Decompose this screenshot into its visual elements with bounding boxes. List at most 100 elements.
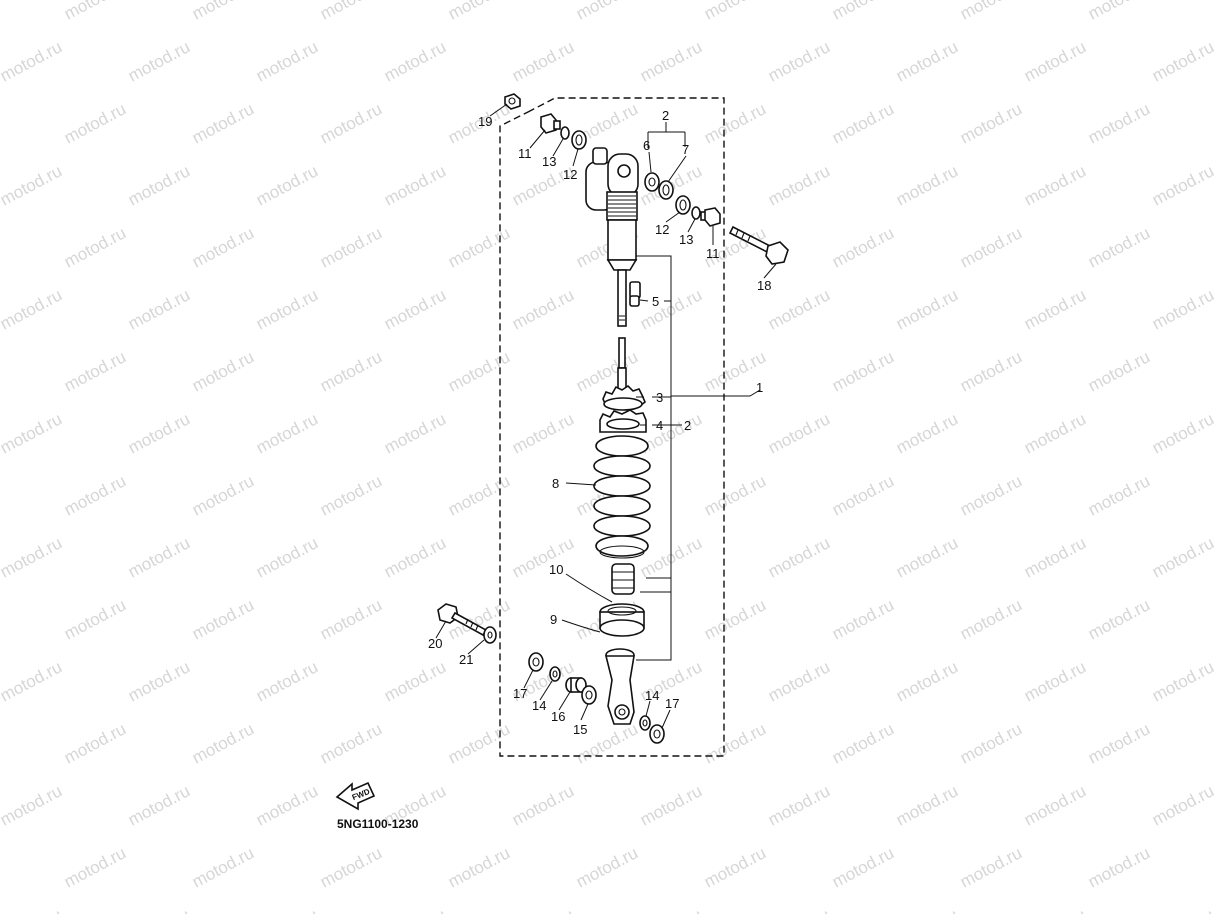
watermark-text: motod.ru — [253, 285, 321, 333]
watermark-text: motod.ru — [1085, 347, 1153, 395]
watermark-text: motod.ru — [317, 223, 385, 271]
watermark-text: motod.ru — [765, 37, 833, 85]
lower-collar-right — [649, 724, 665, 744]
watermark-text: motod.ru — [253, 533, 321, 581]
watermark-text: motod.ru — [253, 905, 321, 914]
watermark-text: motod.ru — [253, 161, 321, 209]
callout-21: 21 — [459, 652, 473, 667]
bushing-bolt-right — [700, 207, 721, 227]
o-ring-right — [691, 206, 701, 220]
watermark-text: motod.ru — [125, 285, 193, 333]
watermark-text: motod.ru — [253, 781, 321, 829]
watermark-text: motod.ru — [0, 161, 65, 209]
watermark-text: motod.ru — [445, 719, 513, 767]
diagram-code: 5NG1100-1230 — [337, 817, 419, 831]
watermark-text: motod.ru — [125, 533, 193, 581]
watermark-text: motod.ru — [765, 161, 833, 209]
locknut — [602, 384, 646, 411]
watermark-text: motod.ru — [637, 37, 705, 85]
watermark-text: motod.ru — [61, 843, 129, 891]
watermark-text: motod.ru — [829, 347, 897, 395]
callout-2-mid: 2 — [684, 418, 691, 433]
watermark-text: motod.ru — [253, 657, 321, 705]
watermark-text: motod.ru — [381, 657, 449, 705]
watermark-text: motod.ru — [701, 595, 769, 643]
watermark-text: motod.ru — [1149, 533, 1217, 581]
watermark-text: motod.ru — [253, 409, 321, 457]
watermark-text: motod.ru — [701, 471, 769, 519]
watermark-text: motod.ru — [1021, 37, 1089, 85]
watermark-text: motod.ru — [0, 409, 65, 457]
watermark-text: motod.ru — [573, 843, 641, 891]
watermark-text: motod.ru — [829, 223, 897, 271]
watermark-text: motod.ru — [0, 595, 1, 643]
watermark-text: motod.ru — [125, 161, 193, 209]
watermark-text: motod.ru — [701, 719, 769, 767]
collar-right — [675, 195, 691, 215]
watermark-text: motod.ru — [893, 285, 961, 333]
watermark-text: motod.ru — [317, 0, 385, 24]
watermark-text: motod.ru — [317, 471, 385, 519]
watermark-text: motod.ru — [125, 409, 193, 457]
callout-12-left: 12 — [563, 167, 577, 182]
shock-absorber-body — [585, 147, 641, 327]
watermark-text: motod.ru — [0, 657, 65, 705]
watermark-text: motod.ru — [1085, 719, 1153, 767]
watermark-text: motod.ru — [893, 37, 961, 85]
bump-stop — [611, 563, 635, 595]
watermark-text: motod.ru — [637, 905, 705, 914]
callout-11-left: 11 — [518, 146, 532, 161]
callout-4: 4 — [656, 418, 663, 433]
lower-clevis — [604, 648, 635, 725]
watermark-text: motod.ru — [445, 471, 513, 519]
watermark-text: motod.ru — [829, 0, 897, 24]
watermark-text: motod.ru — [445, 0, 513, 24]
watermark-text: motod.ru — [381, 905, 449, 914]
watermark-text: motod.ru — [637, 781, 705, 829]
watermark-text: motod.ru — [253, 37, 321, 85]
watermark-text: motod.ru — [0, 533, 65, 581]
watermark-text: motod.ru — [1149, 781, 1217, 829]
watermark-text: motod.ru — [381, 285, 449, 333]
watermark-text: motod.ru — [189, 347, 257, 395]
watermark-text: motod.ru — [765, 285, 833, 333]
callout-7: 7 — [682, 142, 689, 157]
watermark-text: motod.ru — [1149, 657, 1217, 705]
callout-3: 3 — [656, 390, 663, 405]
watermark-text: motod.ru — [0, 719, 1, 767]
callout-17-right: 17 — [665, 696, 679, 711]
watermark-text: motod.ru — [189, 719, 257, 767]
watermark-text: motod.ru — [829, 471, 897, 519]
watermark-text: motod.ru — [893, 781, 961, 829]
watermark-text: motod.ru — [957, 223, 1025, 271]
callout-5: 5 — [652, 294, 659, 309]
nut-19 — [504, 93, 521, 110]
watermark-text: motod.ru — [829, 99, 897, 147]
callout-19: 19 — [478, 114, 492, 129]
watermark-text: motod.ru — [0, 285, 65, 333]
watermark-text: motod.ru — [765, 409, 833, 457]
watermark-text: motod.ru — [509, 285, 577, 333]
callout-numbers: 1 2 2 3 4 5 6 7 8 9 10 11 11 12 12 13 13… — [428, 108, 771, 737]
watermark-text: motod.ru — [1149, 285, 1217, 333]
watermark-text: motod.ru — [317, 595, 385, 643]
watermark-text: motod.ru — [1021, 533, 1089, 581]
callout-11-right: 11 — [706, 246, 720, 261]
callout-8: 8 — [552, 476, 559, 491]
watermark-text: motod.ru — [1021, 285, 1089, 333]
watermark-text: motod.ru — [765, 533, 833, 581]
watermark-text: motod.ru — [1149, 409, 1217, 457]
watermark-text: motod.ru — [765, 657, 833, 705]
watermark-text: motod.ru — [125, 37, 193, 85]
watermark-text: motod.ru — [509, 781, 577, 829]
callout-12-right: 12 — [655, 222, 669, 237]
watermark-text: motod.ru — [61, 0, 129, 24]
callout-13-right: 13 — [679, 232, 693, 247]
watermark-text: motod.ru — [829, 595, 897, 643]
watermark-text: motod.ru — [317, 99, 385, 147]
watermark-text: motod.ru — [0, 905, 65, 914]
leader-lines — [435, 103, 777, 729]
watermark-text: motod.ru — [0, 37, 65, 85]
lower-seal-left — [549, 666, 561, 682]
